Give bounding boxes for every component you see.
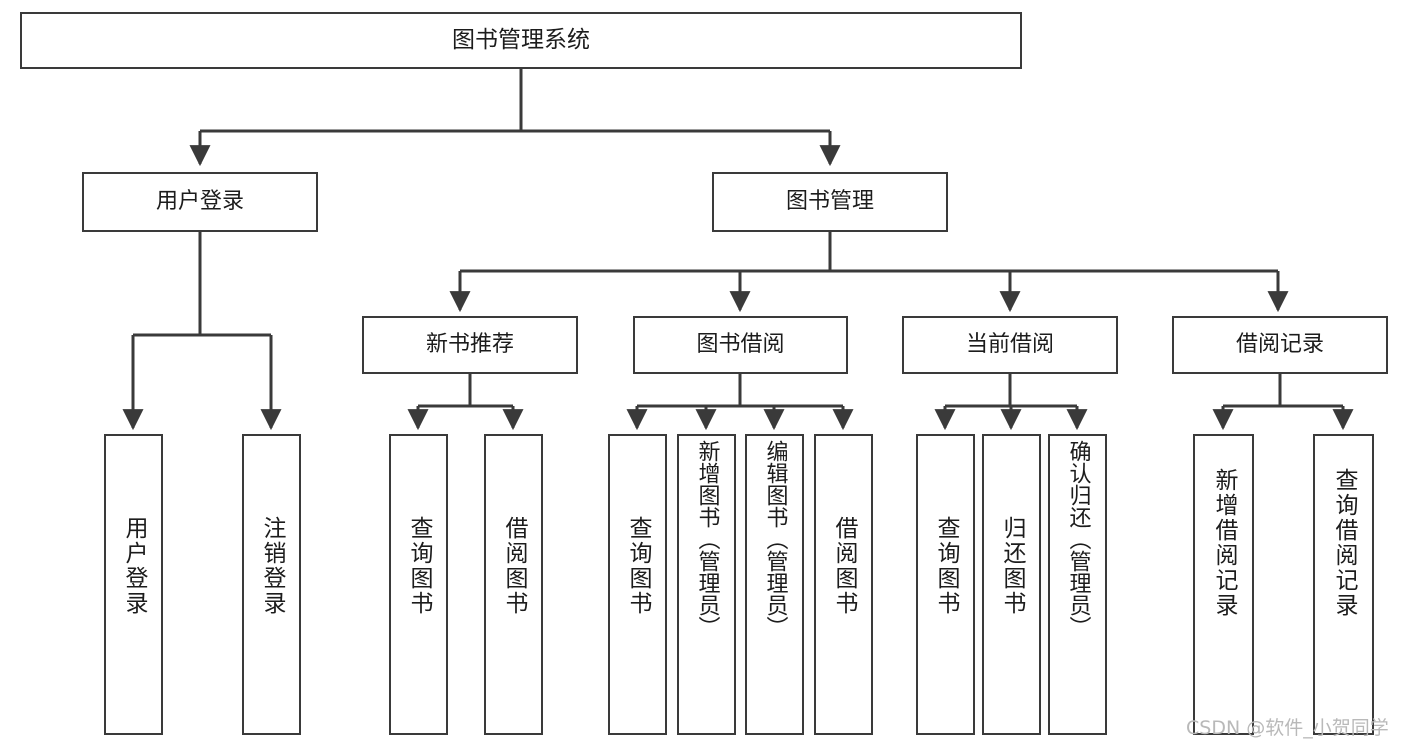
node-leaf-borrow-book-1-label: 借阅图书 bbox=[501, 516, 527, 616]
node-leaf-edit-book-label: 编辑图书（管理员） bbox=[762, 440, 788, 638]
node-leaf-query-book-3-label: 查询图书 bbox=[933, 516, 959, 616]
node-current-borrow-label: 当前借阅 bbox=[965, 332, 1054, 358]
node-book-manage-label: 图书管理 bbox=[785, 189, 874, 215]
csdn-watermark: CSDN @软件_小贺同学 bbox=[1186, 717, 1389, 739]
node-leaf-return-book-label: 归还图书 bbox=[999, 516, 1025, 616]
node-user-login-label: 用户登录 bbox=[155, 189, 244, 215]
node-book-borrow-label: 图书借阅 bbox=[696, 332, 785, 358]
node-new-book-recommend[interactable]: 新书推荐 bbox=[362, 316, 578, 374]
node-leaf-query-book-1[interactable]: 查询图书 bbox=[389, 434, 448, 735]
node-leaf-borrow-book-2[interactable]: 借阅图书 bbox=[814, 434, 873, 735]
node-leaf-edit-book[interactable]: 编辑图书（管理员） bbox=[745, 434, 804, 735]
node-leaf-user-logout[interactable]: 注销登录 bbox=[242, 434, 301, 735]
node-book-manage[interactable]: 图书管理 bbox=[712, 172, 948, 232]
node-leaf-add-record[interactable]: 新增借阅记录 bbox=[1193, 434, 1254, 735]
node-root-label: 图书管理系统 bbox=[452, 26, 590, 53]
node-leaf-query-record-label: 查询借阅记录 bbox=[1331, 468, 1357, 618]
node-leaf-user-login-label: 用户登录 bbox=[121, 516, 147, 616]
node-book-borrow[interactable]: 图书借阅 bbox=[633, 316, 848, 374]
node-leaf-borrow-book-1[interactable]: 借阅图书 bbox=[484, 434, 543, 735]
node-borrow-record-label: 借阅记录 bbox=[1235, 332, 1324, 358]
node-current-borrow[interactable]: 当前借阅 bbox=[902, 316, 1118, 374]
node-leaf-query-book-1-label: 查询图书 bbox=[406, 516, 432, 616]
node-root[interactable]: 图书管理系统 bbox=[20, 12, 1022, 69]
node-leaf-query-book-2[interactable]: 查询图书 bbox=[608, 434, 667, 735]
node-leaf-user-logout-label: 注销登录 bbox=[259, 516, 285, 616]
node-leaf-query-book-3[interactable]: 查询图书 bbox=[916, 434, 975, 735]
node-leaf-confirm-return-label: 确认归还（管理员） bbox=[1065, 440, 1091, 638]
node-new-book-recommend-label: 新书推荐 bbox=[425, 332, 514, 358]
node-leaf-user-login[interactable]: 用户登录 bbox=[104, 434, 163, 735]
node-leaf-add-book[interactable]: 新增图书（管理员） bbox=[677, 434, 736, 735]
node-leaf-add-book-label: 新增图书（管理员） bbox=[694, 440, 720, 638]
node-user-login[interactable]: 用户登录 bbox=[82, 172, 318, 232]
node-leaf-confirm-return[interactable]: 确认归还（管理员） bbox=[1048, 434, 1107, 735]
node-borrow-record[interactable]: 借阅记录 bbox=[1172, 316, 1388, 374]
node-leaf-query-book-2-label: 查询图书 bbox=[625, 516, 651, 616]
node-leaf-query-record[interactable]: 查询借阅记录 bbox=[1313, 434, 1374, 735]
node-leaf-return-book[interactable]: 归还图书 bbox=[982, 434, 1041, 735]
node-leaf-borrow-book-2-label: 借阅图书 bbox=[831, 516, 857, 616]
node-leaf-add-record-label: 新增借阅记录 bbox=[1211, 468, 1237, 618]
